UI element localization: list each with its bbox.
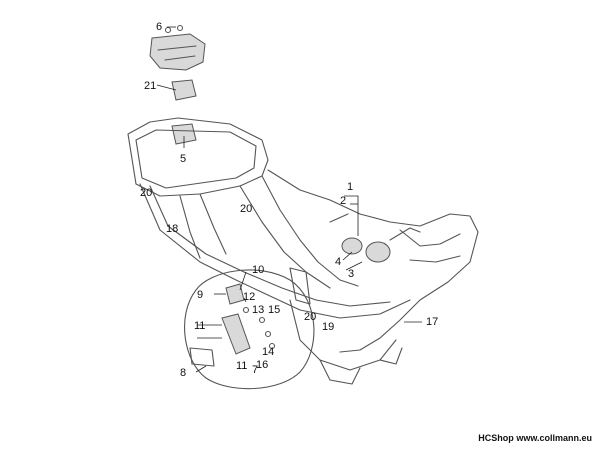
callout-5: 5	[180, 153, 186, 165]
leader-lines	[156, 26, 422, 373]
lock-assembly	[329, 213, 421, 263]
callout-8: 8	[180, 367, 186, 379]
callout-7: 7	[252, 364, 258, 376]
callout-11: 11	[194, 320, 205, 332]
callout-labels: 6 21 5 20 18 20 1 2 3 4 10 9 12 13 15 20…	[140, 21, 438, 379]
top-bracket-part	[149, 24, 206, 101]
callout-19: 19	[322, 321, 334, 333]
callout-14: 14	[262, 346, 274, 358]
footer-credit: HCShop www.collmann.eu	[478, 433, 592, 443]
callout-21: 21	[144, 80, 156, 92]
callout-20: 20	[140, 187, 152, 199]
footer-brand: HCShop	[478, 433, 514, 443]
callout-17: 17	[426, 316, 438, 328]
footer-url[interactable]: www.collmann.eu	[516, 433, 592, 443]
callout-12: 12	[243, 291, 255, 303]
callout-20: 20	[240, 203, 252, 215]
callout-1: 1	[347, 181, 353, 193]
detail-circle	[184, 269, 315, 390]
callout-10: 10	[252, 264, 264, 276]
callout-2: 2	[340, 195, 346, 207]
callout-20: 20	[304, 311, 316, 323]
main-frame	[127, 117, 479, 385]
callout-11: 11	[236, 360, 247, 372]
callout-18: 18	[166, 223, 178, 235]
callout-13: 13	[252, 304, 264, 316]
callout-16: 16	[256, 359, 268, 371]
bracket-5-part	[171, 123, 197, 145]
callout-6: 6	[156, 21, 162, 33]
callout-3: 3	[348, 268, 354, 280]
callout-15: 15	[268, 304, 280, 316]
callout-9: 9	[197, 289, 203, 301]
callout-4: 4	[335, 256, 341, 268]
